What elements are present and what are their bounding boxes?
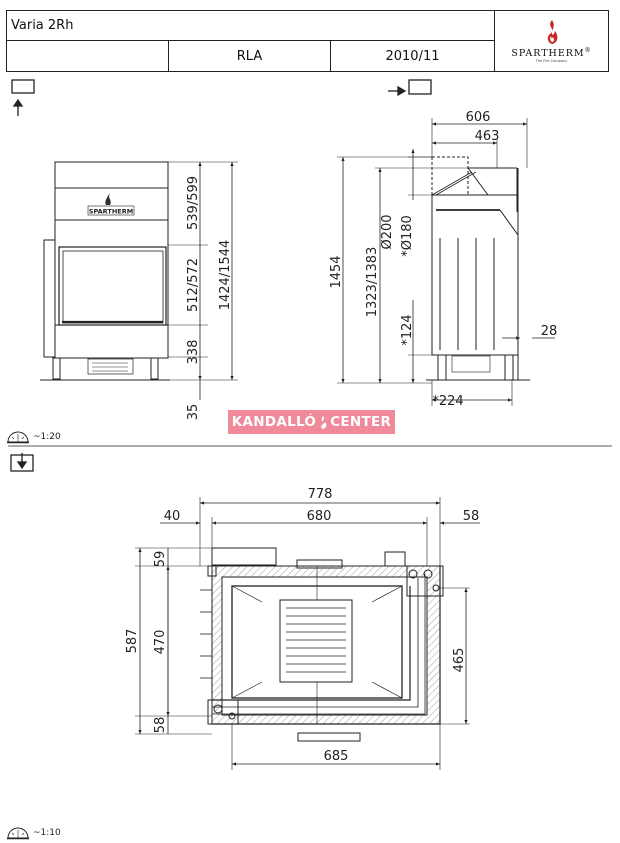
dim-plan-bottom-width: 685 [324, 749, 349, 764]
scale-indicator-upper: ~1:20 [6, 430, 61, 444]
ruler-scale-icon [7, 431, 29, 444]
dim-side-depth: *224 [432, 394, 463, 409]
side-dimension-labels: 606 463 1454 1323/1383 Ø200 *Ø180 *124 2… [329, 110, 557, 409]
logo-tagline: The Fire Company [535, 59, 568, 64]
side-view-drawing [337, 118, 555, 406]
dim-front-height: 1424/1544 [218, 240, 233, 311]
product-title: Varia 2Rh [7, 11, 495, 41]
dim-plan-bottom-offset: 58 [153, 717, 168, 734]
side-view-icon [388, 79, 432, 97]
scale-indicator-lower: ~1:10 [6, 826, 61, 840]
dim-side-outlet-height: 1323/1383 [365, 247, 380, 318]
dim-plan-right-depth: 465 [452, 648, 467, 673]
dim-front-upper: 539/599 [186, 176, 201, 230]
title-block-empty-cell [7, 41, 169, 72]
ruler-scale-icon [7, 827, 29, 840]
kandallo-center-watermark: KANDALLÓ CENTER [228, 410, 395, 434]
dim-front-feet: 35 [186, 404, 201, 421]
dim-front-base: 338 [186, 340, 201, 365]
dim-front-opening: 512/572 [186, 258, 201, 312]
plan-dimension-labels: 778 40 680 58 587 59 470 58 465 685 [125, 487, 479, 764]
front-dimension-labels: 539/599 512/572 338 35 1424/1544 [186, 176, 233, 420]
scale-upper-text: ~1:20 [33, 432, 61, 442]
dim-plan-total-depth: 587 [125, 629, 140, 654]
dim-plan-top-offset: 59 [153, 551, 168, 568]
dim-side-edge: 28 [541, 324, 558, 339]
front-view-drawing: SPARTHERM [40, 161, 238, 400]
flame-icon [547, 19, 557, 44]
top-view-icon [10, 453, 34, 472]
dim-plan-right-offset: 58 [463, 509, 480, 524]
flame-icon [321, 416, 327, 429]
dim-side-flue-b: *Ø180 [400, 215, 415, 257]
dim-plan-inner-width: 680 [307, 509, 332, 524]
logo-wordmark: SPARTHERM® [511, 46, 592, 60]
scale-lower-text: ~1:10 [33, 828, 61, 838]
plan-view-drawing [135, 497, 480, 770]
front-view-icon [11, 79, 35, 116]
front-brand-plate: SPARTHERM [89, 208, 133, 216]
dim-side-width-inner: 463 [475, 129, 500, 144]
dim-plan-left-offset: 40 [164, 509, 181, 524]
spartherm-logo: SPARTHERM® The Fire Company [495, 11, 608, 71]
dim-plan-mid-depth: 470 [153, 630, 168, 655]
dim-side-height-total: 1454 [329, 255, 344, 288]
drawing-date: 2010/11 [331, 41, 495, 72]
dim-plan-total-width: 778 [308, 487, 333, 502]
dim-side-width-total: 606 [466, 110, 491, 125]
model-code: RLA [169, 41, 331, 72]
dim-side-bottom: *124 [400, 314, 415, 345]
dim-side-flue-a: Ø200 [380, 214, 395, 249]
title-block: Varia 2Rh RLA 2010/11 SPARTHERM® The Fir… [6, 10, 609, 72]
